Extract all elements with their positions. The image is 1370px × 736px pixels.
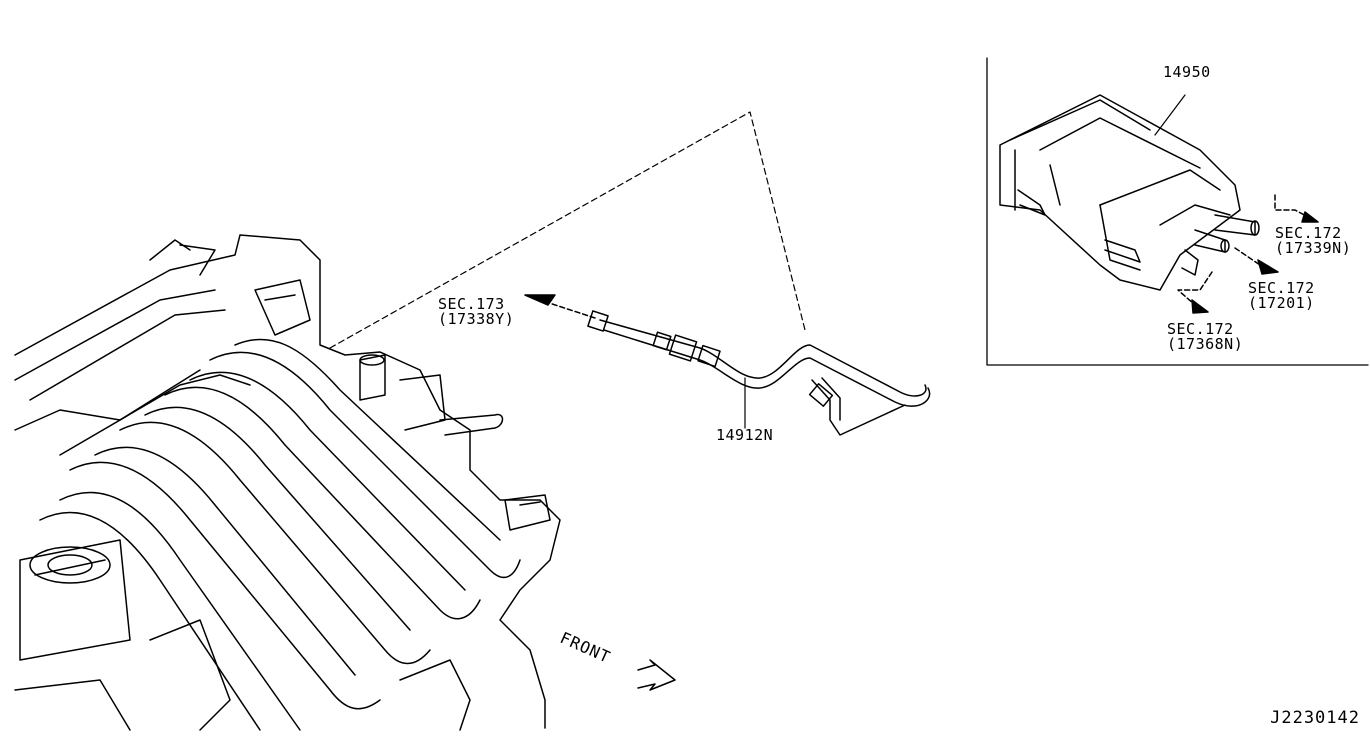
inset-frame <box>986 57 1369 366</box>
sec-ref-173-17338y: SEC.173 (17338Y) <box>438 297 514 327</box>
sec-ref-part: (17201) <box>1248 294 1315 312</box>
sec-ref-172-17339n: SEC.172 (17339N) <box>1275 226 1351 256</box>
sec-ref-172-17201: SEC.172 (17201) <box>1248 281 1315 311</box>
part-label-hose: 14912N <box>716 426 774 444</box>
sec-ref-part: (17338Y) <box>438 310 515 328</box>
canister-illustration <box>999 94 1260 291</box>
sec-ref-part: (17339N) <box>1275 239 1352 257</box>
inset-arrows <box>1177 194 1319 314</box>
diagram-id: J2230142 <box>1270 708 1360 728</box>
sec173-arrow <box>524 294 596 319</box>
leader-line <box>329 111 806 349</box>
sec-ref-section: SEC.172 <box>1248 279 1315 297</box>
part-label-canister: 14950 <box>1163 63 1211 81</box>
sec-ref-part: (17368N) <box>1167 335 1244 353</box>
sec-ref-section: SEC.172 <box>1167 320 1234 338</box>
sec-ref-172-17368n: SEC.172 (17368N) <box>1167 322 1243 352</box>
hose-assembly <box>587 310 931 436</box>
engine-illustration <box>14 234 561 731</box>
front-arrow <box>637 659 676 691</box>
sec-ref-section: SEC.172 <box>1275 224 1342 242</box>
sec-ref-section: SEC.173 <box>438 295 505 313</box>
